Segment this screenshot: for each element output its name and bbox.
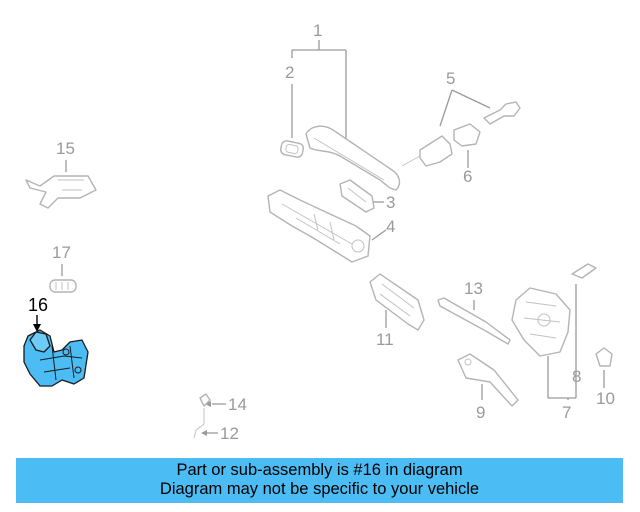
svg-text:8: 8 [572, 367, 581, 386]
svg-text:4: 4 [386, 217, 395, 236]
inside-handle-part [369, 273, 425, 331]
handle-cover-part [339, 179, 375, 213]
outside-handle-part [305, 125, 401, 191]
svg-text:6: 6 [463, 167, 472, 186]
clip-part [595, 347, 613, 367]
svg-text:9: 9 [476, 403, 485, 422]
svg-text:3: 3 [386, 193, 395, 212]
lock-cylinder-part [401, 135, 453, 167]
lock-lever-part [457, 353, 519, 407]
lock-link-part [571, 263, 597, 279]
callout-9[interactable]: 9 [476, 384, 485, 422]
escutcheon-part [280, 140, 304, 158]
callout-4[interactable]: 4 [371, 217, 395, 241]
hinge-bracket-part [25, 175, 97, 209]
plug-part [49, 279, 77, 293]
lock-retainer-part [453, 123, 481, 147]
callout-7[interactable]: 7 [547, 284, 577, 422]
svg-text:11: 11 [376, 330, 394, 349]
callout-5[interactable]: 5 [439, 69, 491, 127]
svg-text:1: 1 [313, 21, 322, 40]
handle-frame-part [267, 189, 371, 263]
svg-text:17: 17 [52, 243, 71, 262]
rod-part [193, 408, 205, 439]
svg-text:5: 5 [446, 69, 455, 88]
svg-text:2: 2 [285, 63, 294, 82]
callout-15[interactable]: 15 [56, 139, 75, 172]
lock-rod-part [437, 297, 511, 345]
callout-1[interactable]: 1 [291, 21, 347, 138]
svg-text:16: 16 [28, 295, 48, 315]
callout-14[interactable]: 14 [205, 395, 247, 414]
banner-line-1: Part or sub-assembly is #16 in diagram [176, 461, 463, 479]
callout-17[interactable]: 17 [52, 243, 71, 276]
svg-text:13: 13 [464, 279, 483, 298]
callout-11[interactable]: 11 [376, 310, 394, 349]
svg-text:12: 12 [220, 424, 239, 443]
callout-10[interactable]: 10 [596, 370, 615, 408]
callout-16[interactable]: 16 [28, 295, 48, 332]
info-banner: Part or sub-assembly is #16 in diagram D… [16, 458, 623, 503]
callout-8[interactable]: 8 [572, 367, 581, 386]
callout-13[interactable]: 13 [464, 279, 483, 310]
callout-6[interactable]: 6 [463, 150, 472, 186]
door-lock-actuator-part [511, 287, 571, 357]
callout-2[interactable]: 2 [285, 63, 294, 138]
svg-text:7: 7 [562, 403, 571, 422]
parts-diagram: 1 2 3 4 5 [23, 21, 615, 443]
callout-12[interactable]: 12 [201, 424, 239, 443]
door-check-assembly-highlighted[interactable] [23, 329, 89, 387]
svg-text:10: 10 [596, 389, 615, 408]
banner-line-2: Diagram may not be specific to your vehi… [159, 480, 480, 498]
svg-text:14: 14 [228, 395, 247, 414]
key-part [483, 101, 521, 125]
svg-text:15: 15 [56, 139, 75, 158]
rod-clip-part [199, 393, 211, 407]
